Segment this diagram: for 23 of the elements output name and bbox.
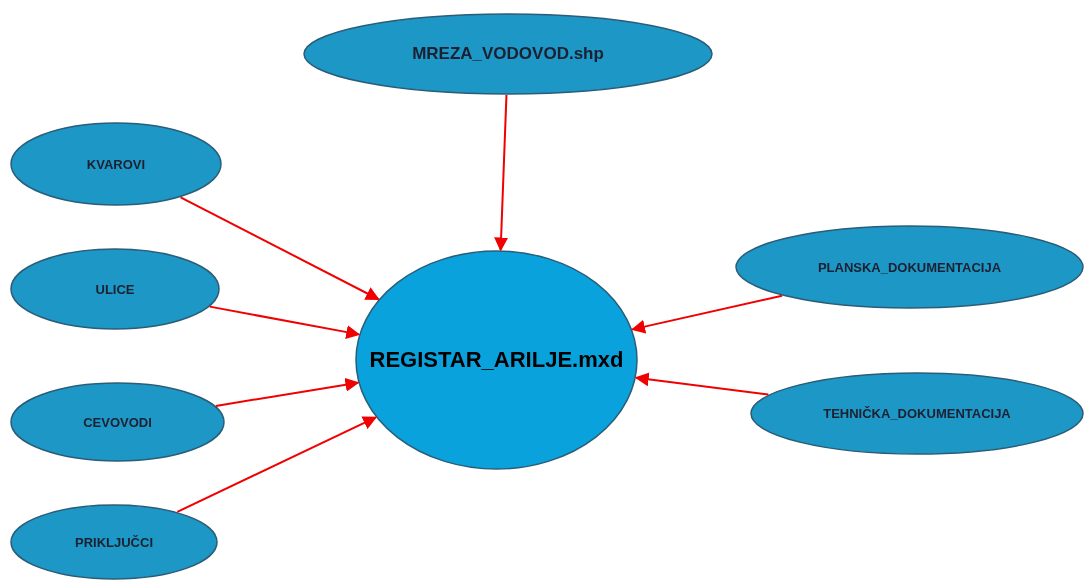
arrow (214, 377, 360, 407)
ellipse-node (750, 372, 1084, 455)
node-label: KVAROVI (86, 156, 146, 172)
arrow (176, 416, 378, 513)
node-label: TEHNIČKA_DOKUMENTACIJA (823, 406, 1011, 421)
node-label: ULICE (95, 281, 135, 297)
ellipse-node (303, 13, 713, 95)
arrow (631, 294, 784, 334)
arrow (179, 196, 380, 301)
node-label: REGISTAR_ARILJE.mxd (369, 347, 624, 373)
arrow (634, 372, 770, 396)
ellipse-node (10, 248, 220, 330)
node-label: MREZA_VODOVOD.shp (412, 44, 604, 64)
ellipse-node (355, 250, 638, 470)
node-label: PLANSKA_DOKUMENTACIJA (817, 259, 1002, 275)
node-label: CEVOVODI (83, 414, 152, 430)
arrow (494, 94, 509, 252)
ellipse-node (10, 382, 225, 462)
arrow (208, 305, 361, 339)
ellipse-node (10, 122, 222, 206)
ellipse-node (735, 225, 1084, 309)
node-label: PRIKLJUČCI (75, 534, 153, 550)
ellipse-node (10, 504, 218, 580)
